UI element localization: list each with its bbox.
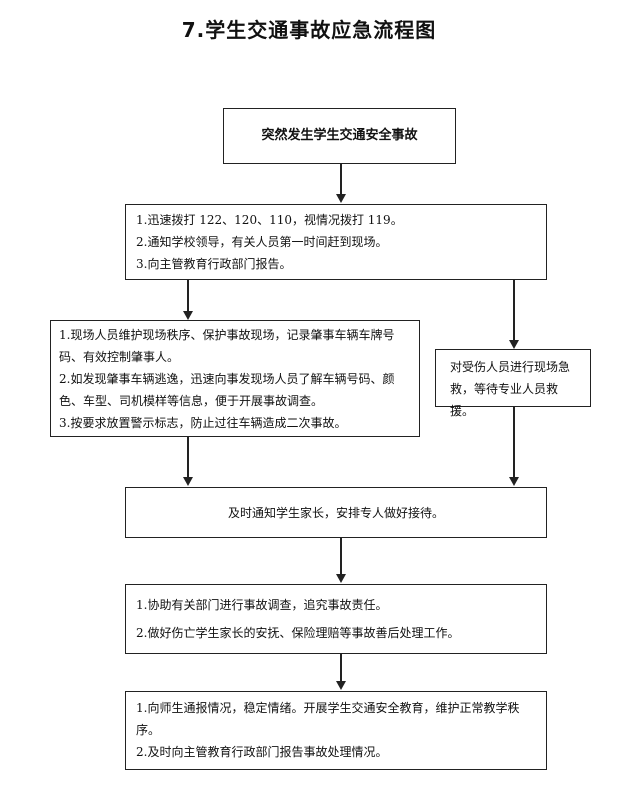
arrow-head [509, 477, 519, 486]
step2-right-text: 对受伤人员进行现场急救，等待专业人员救援。 [450, 360, 571, 418]
step5-item: 2.及时向主管教育行政部门报告事故处理情况。 [136, 745, 388, 759]
step4-box: 1.协助有关部门进行事故调查，追究事故责任。 2.做好伤亡学生家长的安抚、保险理… [125, 584, 547, 654]
step1-item: 3.向主管教育行政部门报告。 [136, 257, 292, 271]
step1-box: 1.迅速拨打 122、120、110，视情况拨打 119。 2.通知学校领导，有… [125, 204, 547, 280]
step5-item: 1.向师生通报情况，稳定情绪。开展学生交通安全教育，维护正常教学秩序。 [136, 701, 520, 737]
arrow-head [336, 681, 346, 690]
arrow-head [509, 340, 519, 349]
page-title: 7.学生交通事故应急流程图 [181, 18, 437, 42]
step2-left-item: 1.现场人员维护现场秩序、保护事故现场，记录肇事车辆车牌号码、有效控制肇事人。 [59, 328, 395, 364]
step2-left-item: 3.按要求放置警示标志，防止过往车辆造成二次事故。 [59, 416, 347, 430]
connector-line [187, 280, 189, 311]
connector-line [513, 280, 515, 340]
arrow-head [336, 574, 346, 583]
start-box: 突然发生学生交通安全事故 [223, 108, 456, 164]
step1-item: 2.通知学校领导，有关人员第一时间赶到现场。 [136, 235, 388, 249]
step2-left-box: 1.现场人员维护现场秩序、保护事故现场，记录肇事车辆车牌号码、有效控制肇事人。 … [50, 320, 420, 437]
arrow-head [183, 311, 193, 320]
start-text: 突然发生学生交通安全事故 [261, 128, 418, 143]
step3-box: 及时通知学生家长，安排专人做好接待。 [125, 487, 547, 538]
connector-line [340, 654, 342, 681]
step1-item: 1.迅速拨打 122、120、110，视情况拨打 119。 [136, 213, 403, 227]
connector-line [340, 164, 342, 194]
arrow-head [336, 194, 346, 203]
step2-right-box: 对受伤人员进行现场急救，等待专业人员救援。 [435, 349, 591, 418]
connector-line [187, 437, 189, 477]
step4-item: 2.做好伤亡学生家长的安抚、保险理赔等事故善后处理工作。 [136, 626, 460, 640]
step2-left-item: 2.如发现肇事车辆逃逸，迅速向事发现场人员了解车辆号码、颜色、车型、司机模样等信… [59, 372, 395, 408]
connector-line [513, 407, 515, 477]
arrow-head [183, 477, 193, 486]
step4-item: 1.协助有关部门进行事故调查，追究事故责任。 [136, 598, 388, 612]
step3-text: 及时通知学生家长，安排专人做好接待。 [227, 505, 444, 520]
step5-box: 1.向师生通报情况，稳定情绪。开展学生交通安全教育，维护正常教学秩序。 2.及时… [125, 691, 547, 770]
connector-line [340, 538, 342, 574]
